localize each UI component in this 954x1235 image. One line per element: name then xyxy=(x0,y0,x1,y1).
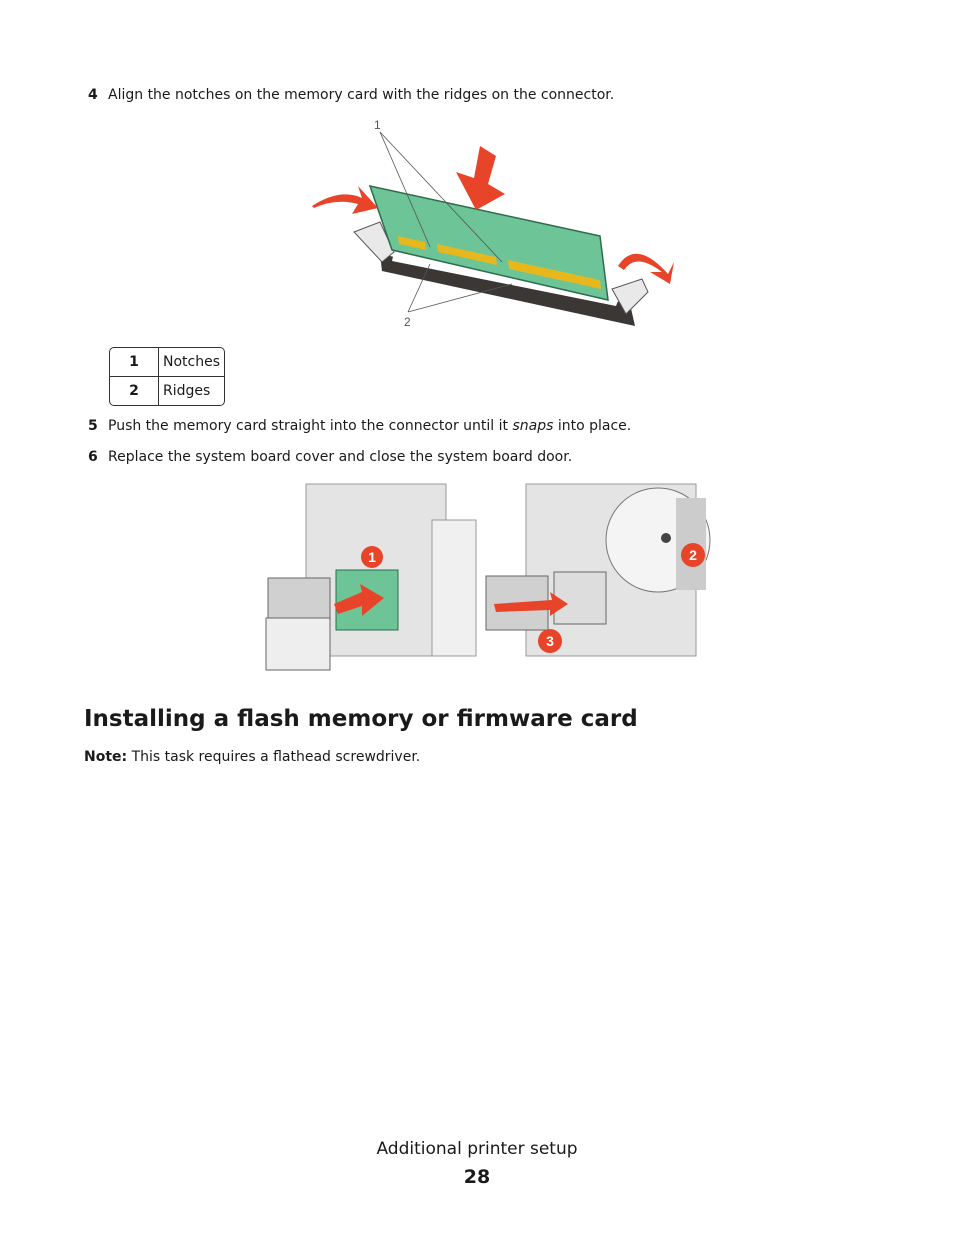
note-text: This task requires a flathead screwdrive… xyxy=(127,749,421,765)
step-number: 5 xyxy=(88,418,98,434)
note-label: Note: xyxy=(84,749,128,765)
arrow-right-icon xyxy=(334,584,384,616)
contact-strip xyxy=(508,260,601,289)
badge-number: 2 xyxy=(689,547,697,563)
step-text-end: into place. xyxy=(553,418,632,434)
step-text: Replace the system board cover and close… xyxy=(108,449,573,465)
footer-title: Additional printer setup xyxy=(376,1139,578,1159)
connector-slot xyxy=(392,252,620,306)
leader-line xyxy=(379,131,503,263)
arrow-curve-right-icon xyxy=(618,253,674,284)
step-badge-3 xyxy=(538,629,562,653)
step-4: 4 Align the notches on the memory card wi… xyxy=(88,86,614,104)
callout-2: 2 xyxy=(404,315,411,329)
board-cover xyxy=(265,617,331,671)
leader-line xyxy=(407,283,513,313)
leader-line xyxy=(407,263,431,313)
board-cover xyxy=(553,571,607,625)
step-badge-2 xyxy=(681,543,705,567)
printer-side xyxy=(431,519,477,657)
callout-table: 1 Notches 2 Ridges xyxy=(109,347,226,406)
step-number: 4 xyxy=(88,87,98,103)
note: Note: This task requires a flathead scre… xyxy=(84,749,420,765)
contact-strip xyxy=(437,244,497,265)
screw-icon xyxy=(661,533,671,543)
callout-label: Ridges xyxy=(163,383,211,399)
step-text: Push the memory card straight into the c… xyxy=(108,418,513,434)
step-6: 6 Replace the system board cover and clos… xyxy=(88,448,572,466)
callout-number: 2 xyxy=(110,377,159,405)
badge-number: 1 xyxy=(368,549,376,565)
callout-number: 1 xyxy=(110,348,159,377)
badge-number: 3 xyxy=(546,633,554,649)
step-5: 5 Push the memory card straight into the … xyxy=(88,417,631,435)
left-latch xyxy=(353,221,395,263)
step-text: Align the notches on the memory card wit… xyxy=(108,87,615,103)
arrow-down-icon xyxy=(456,146,505,210)
right-latch xyxy=(611,278,649,315)
leader-line xyxy=(379,131,431,248)
cover-replacement-illustration: 1 2 3 xyxy=(265,483,711,671)
table-row: 2 Ridges xyxy=(110,377,224,405)
arrow-curve-left-icon xyxy=(312,186,378,214)
memory-card-illustration: 1 2 xyxy=(312,118,674,329)
callout-1: 1 xyxy=(374,118,381,132)
contact-strip xyxy=(398,236,426,250)
step-badge-1 xyxy=(361,546,383,568)
section-title: Installing a flash memory or firmware ca… xyxy=(84,706,638,732)
page-number: 28 xyxy=(463,1166,491,1188)
arrow-right-icon xyxy=(494,592,568,616)
step-emphasis: snaps xyxy=(512,418,554,434)
callout-label: Notches xyxy=(159,348,225,377)
table-row: 1 Notches xyxy=(110,348,225,377)
step-number: 6 xyxy=(88,449,98,465)
connector-body xyxy=(380,254,635,326)
